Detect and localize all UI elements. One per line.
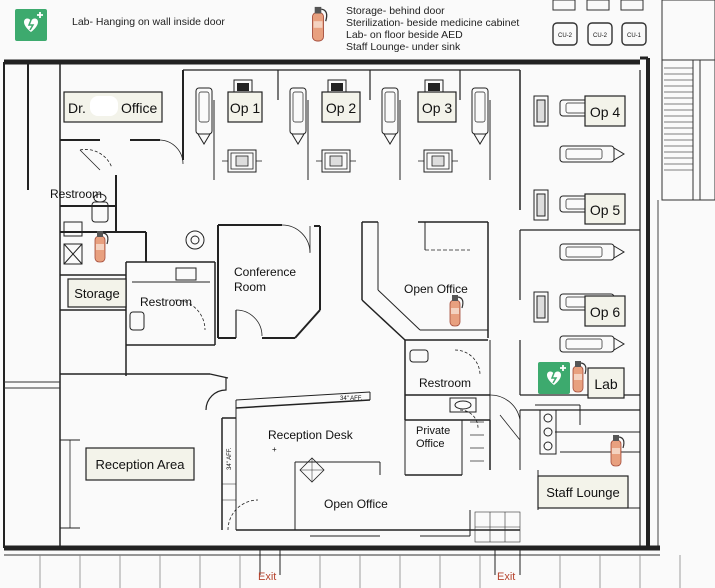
outer-walls [3,56,660,556]
extinguisher-note-2: Sterilization- beside medicine cabinet [346,17,519,29]
op2-label-box [321,91,361,123]
op6-label-box [584,295,626,327]
restroom-middle-label: Restroom [140,295,192,309]
utility-box-group: CU-2 CU-2 CU-1 [552,0,647,46]
lab-label: Lab [594,376,618,392]
utility-label-3: CU-1 [627,33,642,39]
op6-label: Op 6 [590,304,621,320]
open-office-lower-label: Open Office [324,497,388,511]
fixtures [63,79,625,531]
aed-legend-note: Lab- Hanging on wall inside door [72,16,225,28]
op3-label: Op 3 [422,100,453,116]
storage-label: Storage [74,286,120,301]
op5-label: Op 5 [590,202,621,218]
aed-icon-lab [537,361,571,395]
op1-label-box [227,91,263,123]
op3-label-box [417,91,457,123]
op4-label: Op 4 [590,104,621,120]
reception-area-label-box [85,447,195,481]
op2-label: Op 2 [326,100,357,116]
redaction-blur [90,96,118,116]
open-office-upper-label: Open Office [404,282,468,296]
room-labels: Dr. Office Op 1 Op 2 Op 3 Op 4 Op 5 Op 6… [50,91,629,583]
bottom-pavers [39,555,681,588]
extinguisher-note-1: Storage- behind door [346,5,445,17]
aed-legend-icon [14,8,48,42]
reception-desk-label: Reception Desk [268,428,354,442]
staff-lounge-label-box [537,475,629,509]
dr-office-suffix: Office [121,100,158,116]
restroom-left-label: Restroom [50,187,102,201]
lab-label-box [587,367,625,399]
conference-label-line2: Room [234,280,266,294]
extinguisher-note-4: Staff Lounge- under sink [346,41,461,53]
dimension-note-2: 34" AFF. [227,447,233,470]
reception-desk-marker: + [272,445,277,454]
storage-label-box [67,278,127,308]
op1-label: Op 1 [230,100,261,116]
exterior-stairs [661,0,715,201]
staff-lounge-label: Staff Lounge [546,485,620,500]
dimension-note-1: 34" AFF. [340,396,363,402]
interior-walls [60,69,641,575]
private-office-label-line1: Private [416,425,450,437]
private-office-label-line2: Office [416,438,445,450]
conference-label-line1: Conference [234,265,296,279]
exit-label-2: Exit [497,571,515,583]
legend-strip: Lab- Hanging on wall inside door Storage… [14,0,715,201]
dr-office-prefix: Dr. [68,100,86,116]
op5-label-box [584,193,626,225]
exit-label-1: Exit [258,571,276,583]
restroom-right-label: Restroom [419,376,471,390]
extinguisher-note-3: Lab- on floor beside AED [346,29,463,41]
op4-label-box [584,95,626,127]
utility-label-1: CU-2 [558,33,573,39]
reception-area-label: Reception Area [96,457,186,472]
utility-label-2: CU-2 [593,33,608,39]
